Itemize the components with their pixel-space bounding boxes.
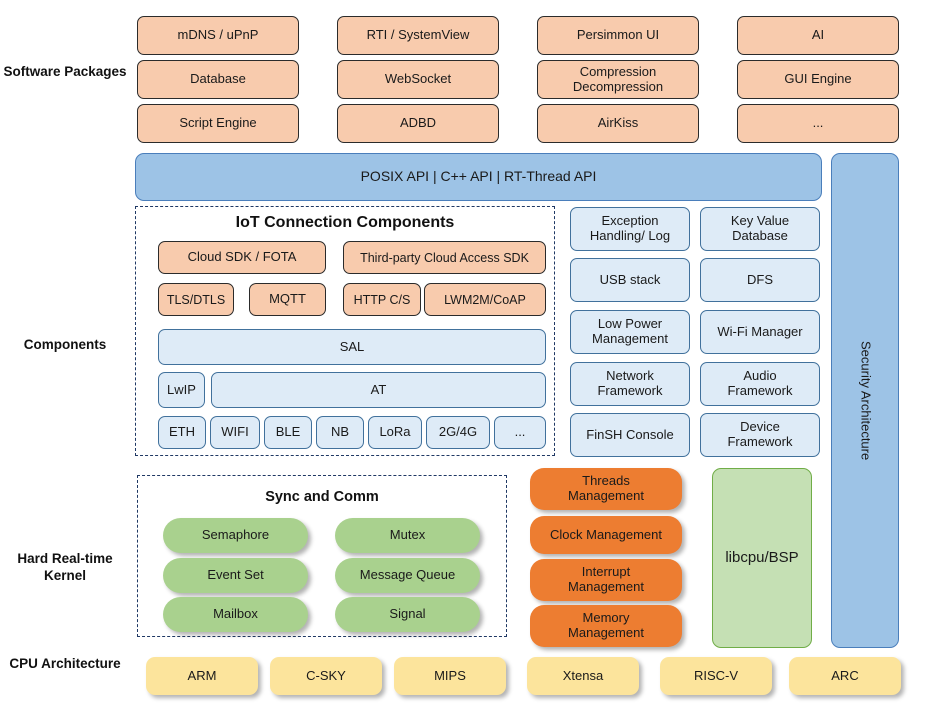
component-box[interactable]: Device Framework [700,413,820,457]
package-box[interactable]: Script Engine [137,104,299,143]
component-box[interactable]: Low Power Management [570,310,690,354]
sync-box[interactable]: Mailbox [163,597,308,632]
link-box[interactable]: BLE [264,416,312,449]
component-box[interactable]: Key Value Database [700,207,820,251]
iot-box[interactable]: TLS/DTLS [158,283,234,316]
package-box[interactable]: mDNS / uPnP [137,16,299,55]
component-box[interactable]: DFS [700,258,820,302]
sync-box[interactable]: Semaphore [163,518,308,553]
api-bar[interactable]: POSIX API | C++ API | RT-Thread API [135,153,822,201]
iot-box[interactable]: Third-party Cloud Access SDK [343,241,546,274]
kernel-management-box[interactable]: Threads Management [530,468,682,510]
security-architecture-bar[interactable]: Security Architecture [831,153,899,648]
kernel-management-box[interactable]: Memory Management [530,605,682,647]
package-box[interactable]: ... [737,104,899,143]
package-box[interactable]: ADBD [337,104,499,143]
iot-connection-group-title: IoT Connection Components [235,214,455,231]
kernel-management-box[interactable]: Interrupt Management [530,559,682,601]
iot-box[interactable]: Cloud SDK / FOTA [158,241,326,274]
package-box[interactable]: AirKiss [537,104,699,143]
component-box[interactable]: USB stack [570,258,690,302]
at-box[interactable]: AT [211,372,546,408]
link-box[interactable]: NB [316,416,364,449]
cpu-arch-box[interactable]: C-SKY [270,657,382,695]
package-box[interactable]: WebSocket [337,60,499,99]
cpu-arch-box[interactable]: Xtensa [527,657,639,695]
link-box[interactable]: ... [494,416,546,449]
sync-and-comm-group [137,475,507,637]
kernel-management-box[interactable]: Clock Management [530,516,682,554]
component-box[interactable]: Audio Framework [700,362,820,406]
cpu-arch-box[interactable]: ARM [146,657,258,695]
package-box[interactable]: AI [737,16,899,55]
row-label-kernel: Hard Real-time Kernel [17,551,113,584]
cpu-arch-box[interactable]: RISC-V [660,657,772,695]
package-box[interactable]: RTI / SystemView [337,16,499,55]
sync-box[interactable]: Mutex [335,518,480,553]
libcpu-bsp-box[interactable]: libcpu/BSP [712,468,812,648]
component-box[interactable]: Exception Handling/ Log [570,207,690,251]
link-box[interactable]: 2G/4G [426,416,490,449]
cpu-arch-box[interactable]: MIPS [394,657,506,695]
cpu-arch-box[interactable]: ARC [789,657,901,695]
package-box[interactable]: Compression Decompression [537,60,699,99]
package-box[interactable]: Persimmon UI [537,16,699,55]
iot-box[interactable]: HTTP C/S [343,283,421,316]
package-box[interactable]: Database [137,60,299,99]
sync-and-comm-title: Sync and Comm [265,489,379,505]
link-box[interactable]: LoRa [368,416,422,449]
iot-connection-group [135,206,555,456]
link-box[interactable]: ETH [158,416,206,449]
sync-box[interactable]: Event Set [163,558,308,593]
component-box[interactable]: Network Framework [570,362,690,406]
component-box[interactable]: Wi-Fi Manager [700,310,820,354]
security-architecture-label: Security Architecture [858,340,874,461]
lwip-box[interactable]: LwIP [158,372,205,408]
row-label-components: Components [23,337,107,352]
sal-box[interactable]: SAL [158,329,546,365]
iot-box[interactable]: MQTT [249,283,326,316]
iot-box[interactable]: LWM2M/CoAP [424,283,546,316]
link-box[interactable]: WIFI [210,416,260,449]
package-box[interactable]: GUI Engine [737,60,899,99]
component-box[interactable]: FinSH Console [570,413,690,457]
sync-box[interactable]: Message Queue [335,558,480,593]
row-label-software-packages: Software Packages [3,64,127,79]
row-label-cpu-architecture: CPU Architecture [9,656,121,671]
sync-box[interactable]: Signal [335,597,480,632]
